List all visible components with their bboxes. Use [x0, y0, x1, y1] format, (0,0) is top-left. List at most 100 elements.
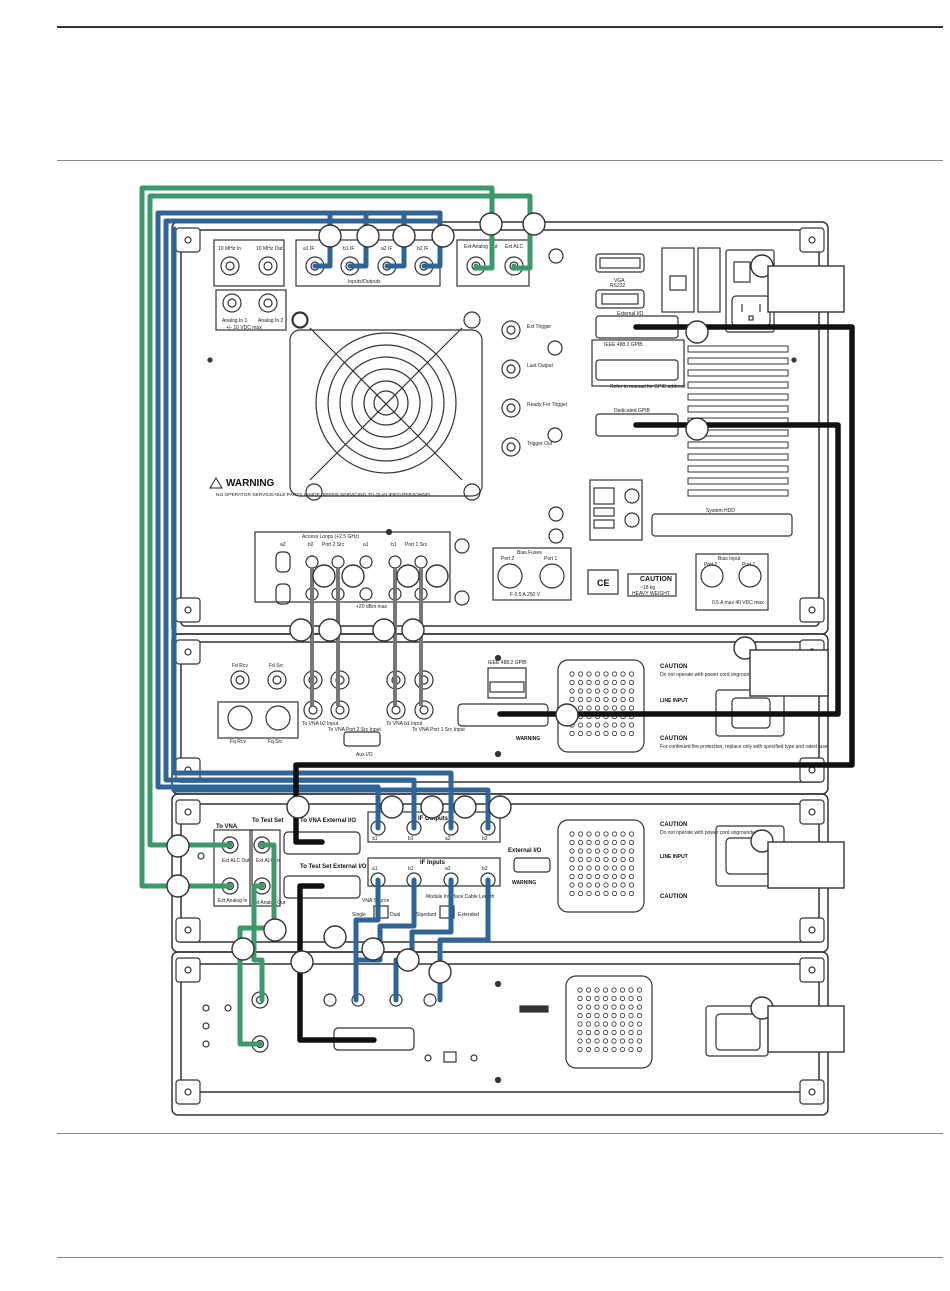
vent-dot — [594, 1029, 600, 1036]
vent-dot — [603, 848, 609, 854]
svg-text:Analog In 2: Analog In 2 — [258, 318, 284, 324]
vent-dot — [611, 705, 618, 711]
vent-dot — [577, 1038, 583, 1044]
svg-text:LINE INPUT: LINE INPUT — [660, 698, 688, 704]
vent-dot — [594, 1046, 600, 1053]
vent-dot — [603, 722, 609, 728]
vent-dot — [619, 1021, 626, 1027]
svg-text:10 MHz In: 10 MHz In — [218, 246, 241, 252]
vent-dot — [628, 882, 635, 888]
vent-dot — [611, 1038, 617, 1044]
vent-dot — [594, 856, 601, 863]
svg-text:NO OPERATOR SERVICEABLE PARTS: NO OPERATOR SERVICEABLE PARTS INSIDE. RE… — [216, 492, 433, 498]
svg-text:Extended: Extended — [458, 912, 479, 918]
svg-text:Analog In 1: Analog In 1 — [222, 318, 248, 324]
svg-text:a2: a2 — [445, 836, 451, 842]
vent-dot — [611, 839, 618, 846]
svg-text:To Test Set: To Test Set — [252, 818, 283, 824]
vna-panel — [171, 221, 829, 635]
vent-dot — [620, 679, 626, 686]
cable-length-switch — [439, 905, 455, 919]
vent-dot — [620, 688, 626, 694]
svg-text:To VNA External I/O: To VNA External I/O — [300, 818, 356, 824]
svg-text:Ready For Trigger: Ready For Trigger — [527, 402, 568, 408]
vna-top-labels: 10 MHz In 10 MHz Out a1 IF b1 IF a2 IF b… — [218, 244, 523, 331]
vna-top-connectors — [207, 239, 797, 363]
svg-text:IEEE 488.2 GPIB: IEEE 488.2 GPIB — [604, 342, 643, 348]
trigger-connectors — [501, 320, 563, 457]
vent-dot — [577, 1004, 583, 1010]
vent-dot — [586, 839, 592, 846]
vent-dot — [585, 987, 592, 993]
vent-dot — [611, 1004, 617, 1010]
bottom-rule — [57, 1257, 943, 1258]
svg-text:Module Interface Cable Length: Module Interface Cable Length — [426, 894, 495, 900]
vent-dot — [594, 1021, 600, 1027]
vent-dot — [628, 995, 634, 1002]
vent-dot — [611, 987, 617, 993]
vent-dot — [577, 856, 584, 863]
vent-dot — [628, 705, 635, 711]
vent-dot — [636, 1004, 643, 1010]
svg-text:b2: b2 — [482, 836, 488, 842]
vent-dot — [611, 995, 617, 1002]
fan-grille — [289, 311, 483, 501]
vent-dot — [611, 696, 618, 703]
module-interface-panel — [171, 951, 829, 1116]
svg-text:Do not operate with power cord: Do not operate with power cord ungrounde… — [660, 830, 759, 836]
svg-text:a2: a2 — [445, 866, 451, 872]
vent-dot — [569, 696, 575, 703]
vga-port — [595, 253, 645, 273]
vent-dot — [611, 831, 618, 837]
svg-text:To VNA b1 Input: To VNA b1 Input — [386, 721, 423, 727]
svg-text:b2: b2 — [482, 866, 488, 872]
vent-dot — [636, 1029, 643, 1036]
vent-dot — [611, 730, 618, 737]
vent-dot — [577, 696, 584, 703]
vent-dot — [602, 1021, 609, 1027]
vent-dot — [628, 865, 635, 871]
controller-connectors — [197, 811, 785, 919]
svg-text:Fd Src: Fd Src — [269, 663, 284, 669]
svg-text:CAUTION: CAUTION — [660, 822, 687, 828]
vent-dot — [569, 890, 575, 897]
vent-dot — [619, 987, 626, 993]
vent-dot — [577, 1021, 583, 1027]
vent-dot — [569, 839, 575, 846]
vent-dot — [585, 1029, 592, 1036]
svg-text:b2 IF: b2 IF — [417, 246, 428, 252]
svg-text:VGA: VGA — [614, 278, 625, 284]
svg-text:Access Loops (+2.5 GHz): Access Loops (+2.5 GHz) — [302, 534, 359, 540]
svg-text:b1: b1 — [391, 542, 397, 548]
green-cable-analog-down — [251, 883, 265, 1003]
svg-text:Port 2 Src: Port 2 Src — [322, 542, 345, 548]
vent-dot — [577, 873, 584, 880]
svg-text:b1: b1 — [408, 836, 414, 842]
vent-dot — [619, 1046, 626, 1053]
vent-dot — [611, 722, 618, 728]
svg-text:External I/O: External I/O — [617, 311, 644, 317]
vent-dot — [628, 1004, 634, 1010]
svg-text:To VNA b2 Input: To VNA b2 Input — [302, 721, 339, 727]
svg-text:IEEE 488.2 GPIB: IEEE 488.2 GPIB — [488, 660, 527, 666]
vent-dot — [586, 865, 592, 871]
vent-dot — [594, 671, 601, 677]
bias-fuses — [492, 547, 769, 611]
vent-dot — [577, 1046, 583, 1053]
vna-source-switch — [373, 905, 389, 919]
bias-input-port1 — [738, 564, 762, 588]
module-interface-connectors — [202, 975, 769, 1084]
vent-dot — [586, 688, 592, 694]
vent-dot — [586, 856, 592, 863]
svg-text:a1: a1 — [372, 836, 378, 842]
svg-text:Dedicated GPIB: Dedicated GPIB — [614, 408, 651, 414]
svg-text:IF Inputs: IF Inputs — [420, 860, 446, 866]
usb-device-port — [669, 275, 687, 291]
svg-text:b1 IF: b1 IF — [343, 246, 354, 252]
vent-dot — [586, 671, 592, 677]
lan-port — [593, 487, 615, 505]
vent-dot — [594, 831, 601, 837]
svg-text:IF Outputs: IF Outputs — [418, 816, 449, 822]
vent-dot — [594, 1038, 600, 1044]
vent-dot — [636, 987, 643, 993]
